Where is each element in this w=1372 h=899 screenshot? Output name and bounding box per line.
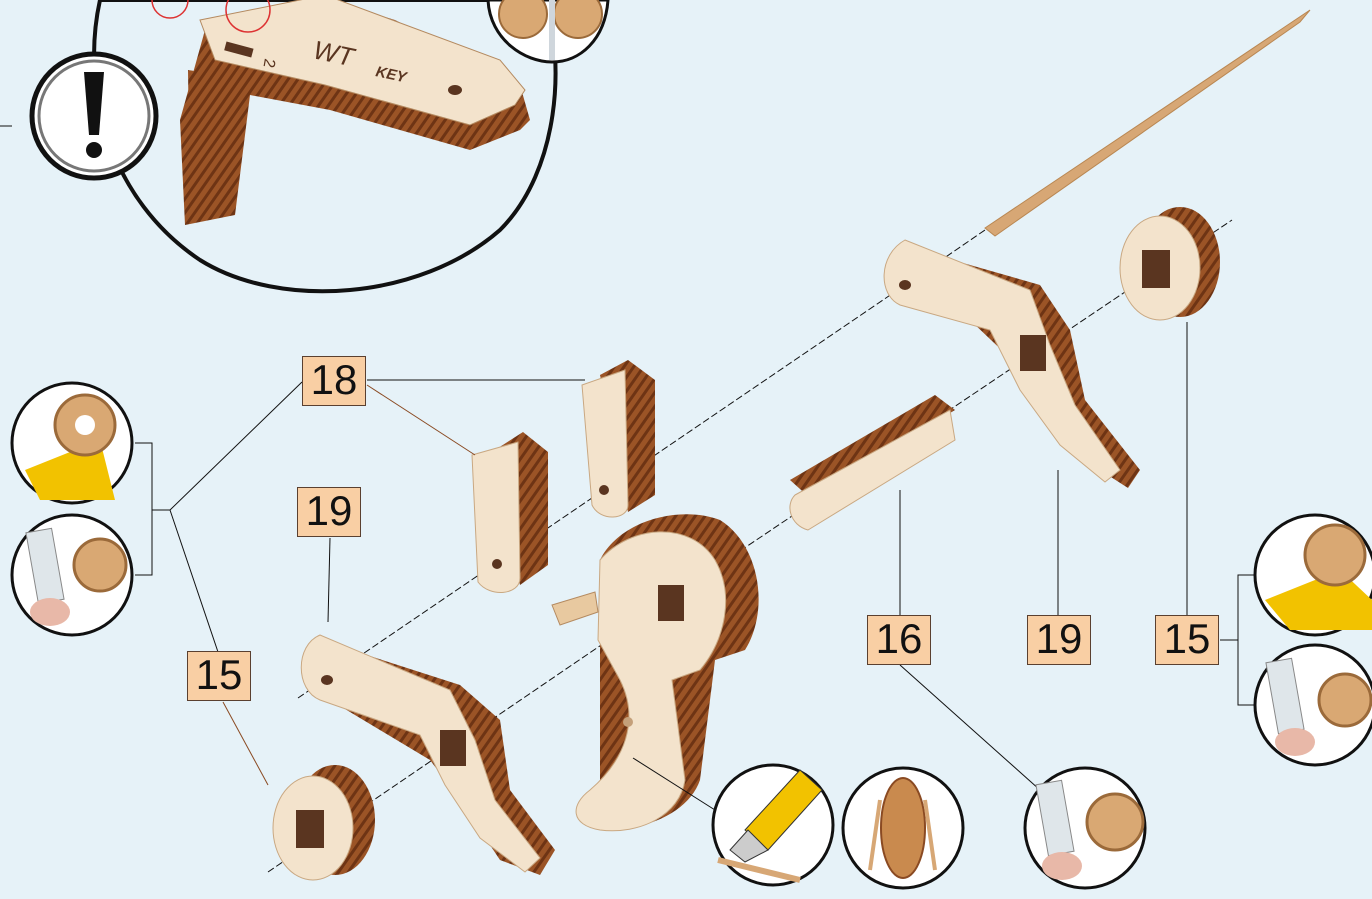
callout-16: 16 [867,615,931,665]
callout-18: 18 [302,356,366,406]
callout-15-right: 15 [1155,615,1219,665]
glue-gear-detail-icon-right-top [1255,515,1372,635]
part-15-spacer-right [1120,207,1220,320]
part-16-bar [790,395,955,530]
glue-gear-detail-icon-left-top [12,383,132,503]
part-15-spacer-left [273,765,375,880]
tube-gear-detail-icon-left-bottom [12,515,132,635]
exclamation-warning-icon [32,54,156,178]
tube-gear-detail-icon-right-bottom [1255,645,1372,765]
callout-19-left: 19 [297,487,361,537]
callout-19-right: 19 [1027,615,1091,665]
cutter-knife-icon [713,765,833,885]
callout-15-left: 15 [187,651,251,701]
zoom-detail-circle: WT KEY 2 [94,0,555,291]
disc-sanding-icon [843,768,963,888]
wooden-stick [985,10,1310,236]
part-18-plate-front [472,432,548,593]
tube-gear-detail-icon-bottom [1025,768,1145,888]
trigger-part [552,514,759,830]
part-18-plate-back [582,360,655,517]
